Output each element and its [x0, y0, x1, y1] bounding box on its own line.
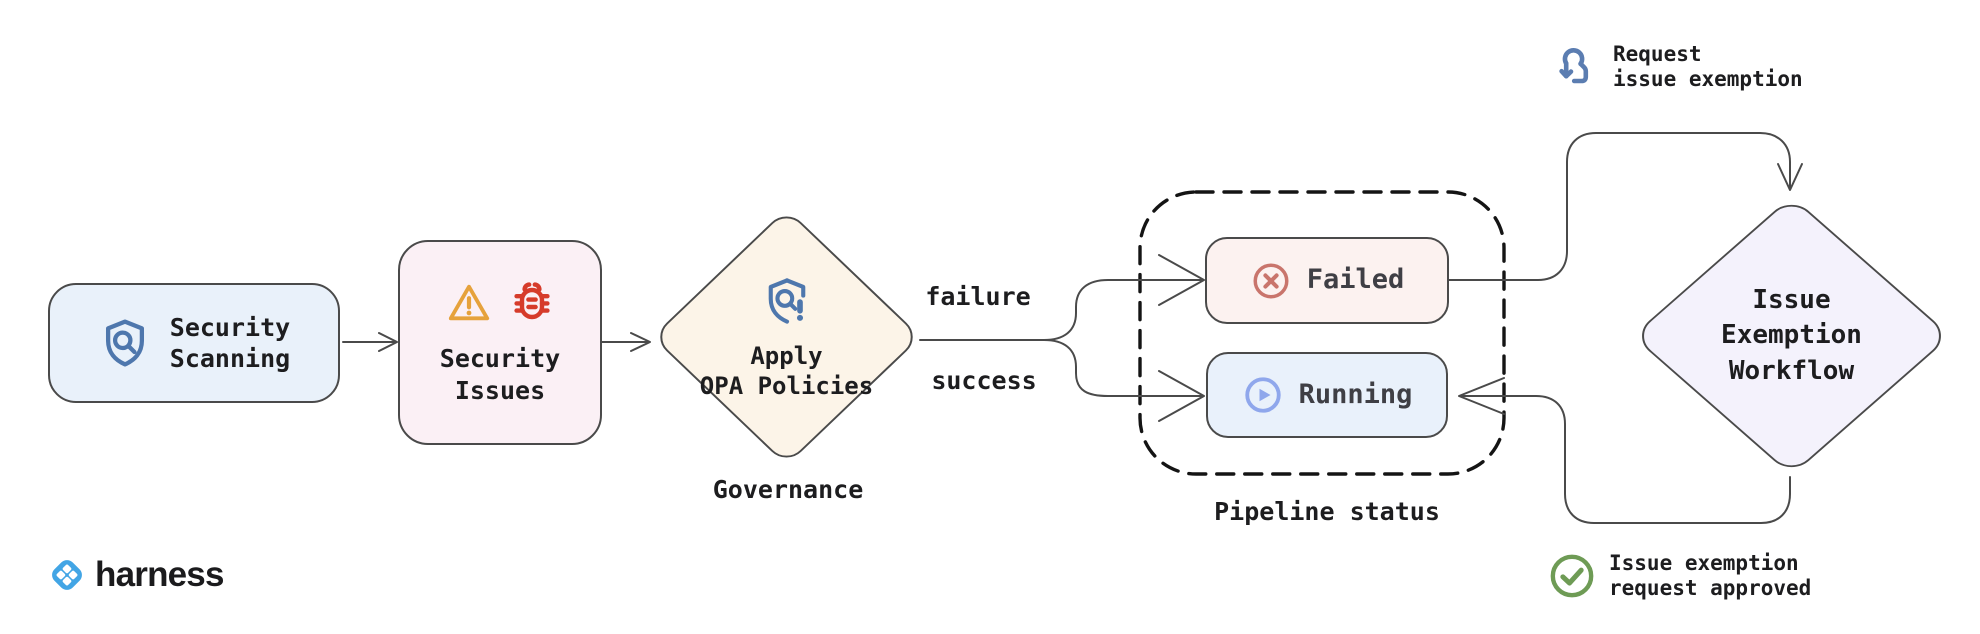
harness-logo-icon	[52, 560, 82, 590]
label-line: OPA Policies	[699, 372, 874, 400]
label-line: Workflow	[1728, 355, 1855, 386]
annotation-line: issue exemption	[1613, 67, 1803, 92]
issue-icons	[444, 279, 557, 327]
caption-governance: Governance	[712, 475, 864, 504]
edge-issues-to-opa-arrowhead	[630, 332, 651, 352]
annotation-line: request approved	[1609, 576, 1812, 601]
edge-label-failure: failure	[925, 282, 1031, 311]
annotation-text: Request issue exemption	[1613, 42, 1803, 92]
edge-label-success: success	[931, 366, 1037, 395]
node-security-scanning: Security Scanning	[48, 283, 340, 403]
annotation-line: Request	[1613, 42, 1702, 66]
annotation-text: Issue exemption request approved	[1609, 551, 1811, 601]
edge-failed-to-exemption-arrowhead	[1777, 163, 1803, 191]
edge-failure-branch	[1043, 279, 1204, 341]
edge-success-branch	[1043, 339, 1204, 397]
shield-search-icon	[105, 319, 144, 367]
node-running: Running	[1206, 352, 1448, 438]
harness-wordmark: harness	[95, 555, 224, 594]
edge-failed-to-exemption	[1448, 132, 1791, 281]
edge-exemption-to-running-arrowhead	[1458, 377, 1505, 415]
pipeline-status-dashed-border	[1138, 190, 1506, 476]
label-line: Apply	[750, 341, 823, 370]
node-label: Failed	[1306, 264, 1405, 296]
edge-exemption-to-running	[1459, 395, 1791, 524]
node-label: Security Scanning	[170, 312, 290, 375]
exemption-diamond-shape	[1642, 204, 1941, 468]
annotation-request-exemption: Request issue exemption	[1551, 42, 1803, 96]
node-label: Issue Exemption Workflow	[1721, 283, 1862, 388]
shield-alert-icon	[768, 278, 805, 324]
warning-triangle-icon	[448, 284, 489, 321]
harness-logo: harness	[44, 552, 224, 598]
label-line: Security	[439, 344, 561, 373]
label-line: Scanning	[169, 344, 291, 373]
node-label: Running	[1298, 378, 1413, 410]
label-line: Issues	[454, 375, 546, 405]
x-circle-icon	[1253, 263, 1289, 298]
node-label: Apply OPA Policies	[700, 341, 873, 401]
annotation-exemption-approved: Issue exemption request approved	[1547, 551, 1811, 601]
node-failed: Failed	[1205, 237, 1449, 324]
annotation-line: Issue exemption	[1609, 551, 1799, 575]
edge-failure-arrowhead	[1158, 254, 1205, 306]
tap-gesture-icon	[1559, 48, 1589, 84]
opa-diamond-shape	[660, 216, 913, 458]
edge-scanning-to-issues-arrowhead	[378, 332, 398, 352]
node-apply-opa-policies: Apply OPA Policies	[653, 209, 920, 465]
check-circle-icon	[1550, 554, 1594, 598]
caption-pipeline-status: Pipeline status	[1214, 497, 1440, 526]
label-line: Security	[169, 312, 291, 342]
label-line: Issue	[1752, 285, 1831, 316]
node-security-issues: Security Issues	[398, 240, 602, 445]
label-line: Exemption	[1721, 320, 1862, 351]
node-label: Security Issues	[440, 343, 560, 406]
play-circle-icon	[1244, 377, 1281, 413]
edge-success-arrowhead	[1158, 370, 1205, 422]
node-issue-exemption-workflow: Issue Exemption Workflow	[1633, 197, 1950, 475]
bug-icon	[513, 282, 550, 320]
